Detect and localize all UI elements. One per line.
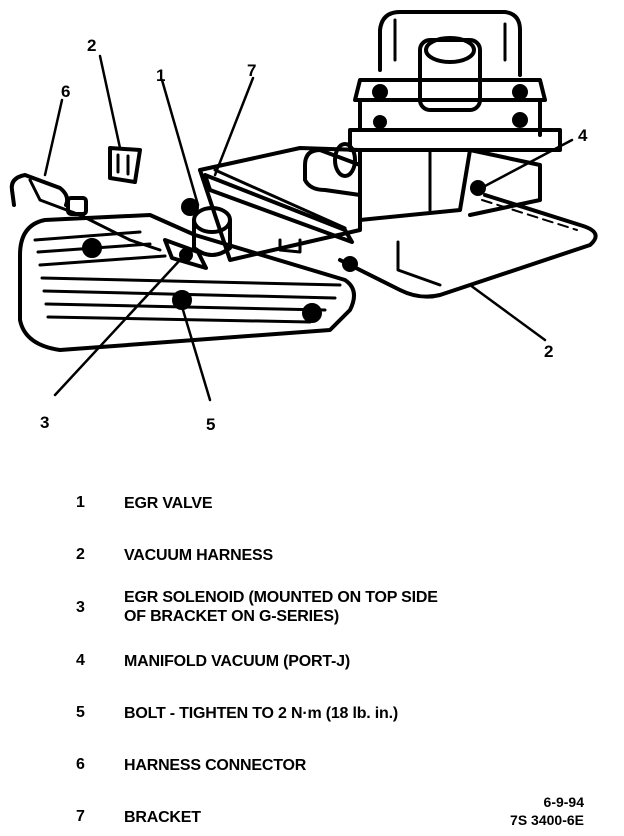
legend-text: MANIFOLD VACUUM (PORT-J): [124, 653, 350, 670]
harness-connector: [9, 173, 162, 252]
legend-text: EGR SOLENOID (MOUNTED ON TOP SIDE: [124, 589, 438, 606]
legend-number: 3: [76, 599, 85, 616]
engine-diagram: 2 1 7 6 4 2 3 5: [9, 10, 598, 434]
legend-number: 2: [76, 546, 85, 563]
legend-text-line2: OF BRACKET ON G-SERIES): [124, 608, 339, 625]
callout-4: 4: [578, 126, 588, 145]
callout-1: 1: [156, 66, 166, 85]
parts-legend: 1 EGR VALVE 2 VACUUM HARNESS 3 EGR SOLEN…: [0, 480, 624, 836]
callout-3: 3: [40, 413, 50, 432]
legend-text: HARNESS CONNECTOR: [124, 757, 307, 774]
egr-solenoid: [163, 238, 208, 270]
legend-number: 5: [76, 704, 85, 721]
callout-6: 6: [61, 82, 71, 101]
legend-number: 4: [76, 652, 85, 669]
throttle-body: [348, 10, 562, 152]
engine-illustration: [9, 10, 598, 402]
callout-7: 7: [247, 61, 257, 80]
legend-number: 1: [76, 494, 85, 511]
callout-2-right: 2: [544, 342, 554, 361]
harness-end-top: [108, 146, 142, 184]
leader-lines: [43, 54, 574, 402]
legend-number: 6: [76, 756, 85, 773]
legend-text: VACUUM HARNESS: [124, 547, 273, 564]
figure-id: 7S 3400-6E: [510, 812, 584, 828]
intake-plenum: [303, 142, 542, 222]
vacuum-line: [338, 193, 598, 299]
legend-text: BOLT - TIGHTEN TO 2 N·m (18 lb. in.): [124, 705, 398, 722]
legend-text: BRACKET: [124, 809, 201, 826]
egr-valve: [181, 198, 232, 257]
legend-text: EGR VALVE: [124, 495, 213, 512]
lower-manifold: [198, 146, 362, 262]
callout-5: 5: [206, 415, 216, 434]
figure-date: 6-9-94: [543, 794, 584, 810]
callout-2-top: 2: [87, 36, 97, 55]
valve-cover: [18, 213, 356, 352]
legend-number: 7: [76, 808, 85, 825]
bracket: [203, 168, 358, 272]
